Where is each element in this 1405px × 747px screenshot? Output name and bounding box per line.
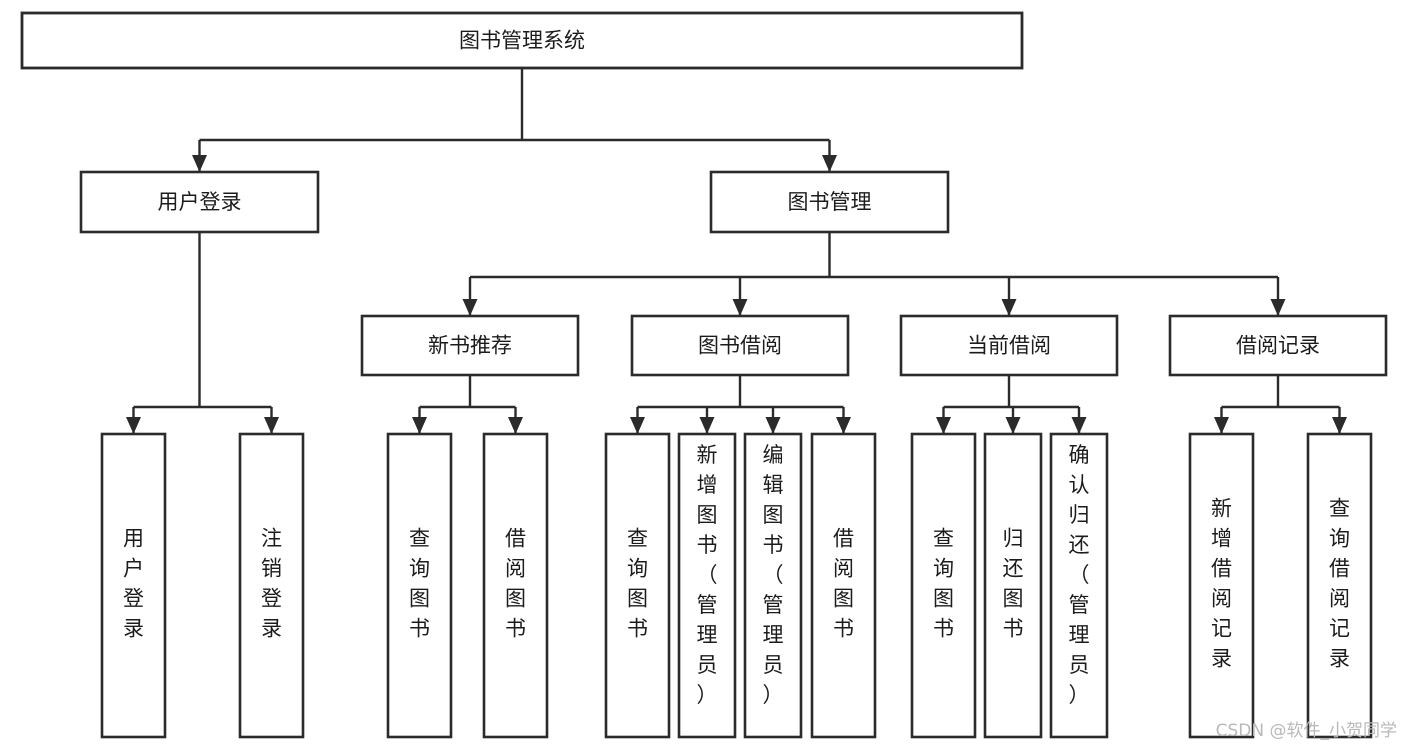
node-new-book-recommend[interactable]: 新书推荐 <box>360 314 580 377</box>
node-label-leaf-edit-book: 编辑图书（管理员） <box>763 443 784 707</box>
nodes-layer: 用户登录图书管理新书推荐图书借阅当前借阅借阅记录用户登录注销登录查询图书借阅图书… <box>20 11 1388 739</box>
node-box-leaf-borrow-book-new <box>482 432 549 739</box>
node-leaf-borrow-book-new[interactable]: 借阅图书 <box>482 432 549 739</box>
node-label-book-management: 图书管理 <box>788 190 872 214</box>
node-leaf-query-book-borrow[interactable]: 查询图书 <box>604 432 671 739</box>
node-label-leaf-query-book-current: 查询图书 <box>933 527 954 641</box>
arrow-head-icon <box>1001 299 1017 316</box>
node-box-user-login <box>79 170 320 234</box>
connector-group-book-borrow <box>630 375 851 434</box>
node-box-current-borrow <box>899 314 1119 377</box>
node-leaf-borrow-book[interactable]: 借阅图书 <box>810 432 877 739</box>
node-box-book-borrow <box>630 314 850 377</box>
node-box-leaf-user-login <box>100 432 167 739</box>
arrow-head-icon <box>264 417 279 434</box>
connector-group-new-book-recommend <box>412 375 523 434</box>
node-borrow-records[interactable]: 借阅记录 <box>1168 314 1388 377</box>
node-label-leaf-query-book-new: 查询图书 <box>409 527 430 641</box>
node-label-borrow-records: 借阅记录 <box>1236 334 1320 358</box>
node-label-current-borrow: 当前借阅 <box>967 334 1051 358</box>
node-label-leaf-add-book: 新增图书（管理员） <box>697 443 718 707</box>
connector-group-book-management <box>462 232 1286 316</box>
arrow-head-icon <box>1071 417 1087 434</box>
arrow-head-icon <box>412 417 427 434</box>
node-box-borrow-records <box>1168 314 1388 377</box>
node-leaf-add-book[interactable]: 新增图书（管理员） <box>677 432 737 739</box>
arrow-head-icon <box>836 417 851 434</box>
node-box-leaf-query-borrow-record <box>1306 432 1373 739</box>
node-box-leaf-add-borrow-record <box>1188 432 1255 739</box>
node-leaf-user-login[interactable]: 用户登录 <box>100 432 167 739</box>
node-book-borrow[interactable]: 图书借阅 <box>630 314 850 377</box>
node-box-leaf-borrow-book <box>810 432 877 739</box>
node-label-leaf-query-borrow-record: 查询借阅记录 <box>1329 497 1350 671</box>
node-label-user-login: 用户登录 <box>158 190 242 214</box>
node-label-leaf-return-book: 归还图书 <box>1003 527 1024 641</box>
node-leaf-edit-book[interactable]: 编辑图书（管理员） <box>743 432 803 739</box>
node-label-leaf-add-borrow-record: 新增借阅记录 <box>1211 497 1232 671</box>
node-user-login[interactable]: 用户登录 <box>79 170 320 234</box>
node-leaf-query-book-current[interactable]: 查询图书 <box>910 432 977 739</box>
arrow-head-icon <box>1005 417 1021 434</box>
csdn-watermark: CSDN @软件_小贺同学 <box>1215 721 1397 741</box>
arrow-head-icon <box>936 417 951 434</box>
node-box-book-management <box>709 170 950 234</box>
node-leaf-logout[interactable]: 注销登录 <box>238 432 305 739</box>
arrow-head-icon <box>1270 299 1286 316</box>
node-box-leaf-query-book-new <box>386 432 453 739</box>
node-label-root: 图书管理系统 <box>459 29 585 53</box>
arrow-head-icon <box>732 299 748 316</box>
node-box-root <box>20 11 1024 70</box>
arrow-head-icon <box>822 155 837 172</box>
node-leaf-query-borrow-record[interactable]: 查询借阅记录 <box>1306 432 1373 739</box>
node-box-leaf-add-book <box>677 432 737 739</box>
arrow-head-icon <box>1214 417 1229 434</box>
node-leaf-return-book[interactable]: 归还图书 <box>983 432 1043 739</box>
connectors-layer <box>126 68 1347 434</box>
node-box-leaf-edit-book <box>743 432 803 739</box>
node-label-leaf-borrow-book-new: 借阅图书 <box>505 527 526 641</box>
node-box-new-book-recommend <box>360 314 580 377</box>
node-book-management[interactable]: 图书管理 <box>709 170 950 234</box>
node-label-leaf-borrow-book: 借阅图书 <box>833 527 854 641</box>
connector-group-current-borrow <box>936 375 1087 434</box>
node-current-borrow[interactable]: 当前借阅 <box>899 314 1119 377</box>
arrow-head-icon <box>462 299 478 316</box>
node-leaf-query-book-new[interactable]: 查询图书 <box>386 432 453 739</box>
node-label-leaf-user-login: 用户登录 <box>123 527 144 641</box>
node-label-new-book-recommend: 新书推荐 <box>428 334 512 358</box>
node-box-leaf-confirm-return <box>1049 432 1109 739</box>
node-root[interactable]: 图书管理系统 <box>20 11 1024 70</box>
node-leaf-add-borrow-record[interactable]: 新增借阅记录 <box>1188 432 1255 739</box>
node-box-leaf-query-book-borrow <box>604 432 671 739</box>
node-box-leaf-logout <box>238 432 305 739</box>
node-box-leaf-query-book-current <box>910 432 977 739</box>
connector-group-root <box>192 68 837 172</box>
node-box-leaf-return-book <box>983 432 1043 739</box>
node-leaf-confirm-return[interactable]: 确认归还（管理员） <box>1049 432 1109 739</box>
connector-group-borrow-records <box>1214 375 1347 434</box>
arrow-head-icon <box>1332 417 1347 434</box>
arrow-head-icon <box>765 417 781 434</box>
arrow-head-icon <box>699 417 715 434</box>
arrow-head-icon <box>126 417 141 434</box>
connector-group-user-login <box>126 232 279 434</box>
node-label-book-borrow: 图书借阅 <box>698 334 782 358</box>
arrow-head-icon <box>630 417 645 434</box>
arrow-head-icon <box>508 417 523 434</box>
node-label-leaf-query-book-borrow: 查询图书 <box>627 527 648 641</box>
node-label-leaf-logout: 注销登录 <box>261 527 282 641</box>
node-label-leaf-confirm-return: 确认归还（管理员） <box>1069 443 1090 707</box>
arrow-head-icon <box>192 155 207 172</box>
